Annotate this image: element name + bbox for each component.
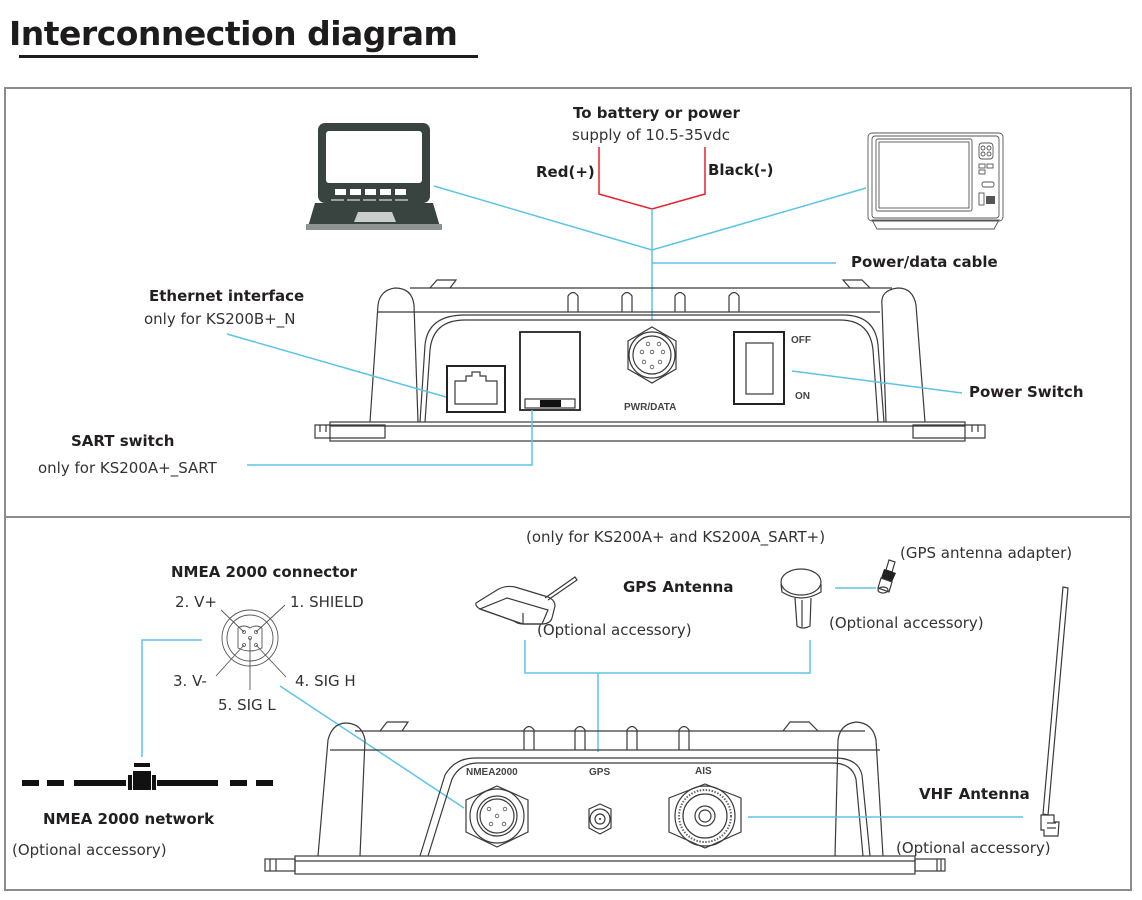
laptop-cable-line xyxy=(433,185,653,251)
display-cable-line xyxy=(651,187,867,251)
sart-leader xyxy=(247,410,533,466)
pin-2-label: 2. V+ xyxy=(175,593,217,611)
ais-port-label: AIS xyxy=(695,766,712,777)
sart-subtext: only for KS200A+_SART xyxy=(38,459,217,477)
nmea-network-optional-label: (Optional accessory) xyxy=(12,841,167,859)
nmea-pinout-diagram xyxy=(215,604,287,690)
gps-antenna-label: GPS Antenna xyxy=(623,578,734,596)
nmea-network-leader xyxy=(141,639,202,757)
gps-adapter-icon xyxy=(877,559,896,594)
power-supply-heading: To battery or power xyxy=(573,104,740,122)
top-unit-housing xyxy=(314,279,986,442)
power-switch-label: Power Switch xyxy=(969,383,1084,401)
title-underline xyxy=(19,55,478,58)
chartplotter-icon xyxy=(867,132,1004,230)
pin-3-label: 3. V- xyxy=(173,672,207,690)
power-supply-subtext: supply of 10.5-35vdc xyxy=(572,126,730,144)
red-wire-label: Red(+) xyxy=(536,163,595,181)
gps-puck-antenna-icon xyxy=(475,576,578,625)
ais-port-icon xyxy=(668,783,742,849)
gps-mushroom-antenna-icon xyxy=(780,568,822,629)
vhf-antenna-label: VHF Antenna xyxy=(919,785,1030,803)
pwr-data-port-label: PWR/DATA xyxy=(624,402,677,413)
sart-switch-icon xyxy=(519,331,581,411)
ethernet-leader xyxy=(226,333,447,398)
gps-left-optional-label: (Optional accessory) xyxy=(537,621,692,639)
nmea2000-port-label: NMEA2000 xyxy=(466,767,518,778)
gps-port-label: GPS xyxy=(589,767,611,778)
pin-4-label: 4. SIG H xyxy=(295,672,356,690)
red-wire xyxy=(598,147,706,210)
bottom-unit-housing xyxy=(264,721,946,875)
nmea-port-leader xyxy=(279,685,465,809)
laptop-icon xyxy=(306,123,442,230)
page-title: Interconnection diagram xyxy=(9,14,458,53)
nmea2000-port-icon xyxy=(465,785,529,848)
gps-right-optional-label: (Optional accessory) xyxy=(829,614,984,632)
gps-right-leader xyxy=(598,640,811,674)
power-switch-icon xyxy=(733,331,785,405)
frame xyxy=(4,87,1132,891)
sart-heading: SART switch xyxy=(71,432,175,450)
gps-port-icon xyxy=(588,803,612,835)
vhf-antenna-icon xyxy=(1040,586,1069,837)
ethernet-port-icon xyxy=(446,365,506,413)
ethernet-subtext: only for KS200B+_N xyxy=(144,310,296,328)
switch-on-label: ON xyxy=(795,391,810,402)
power-switch-leader xyxy=(791,370,963,394)
pin-5-label: 5. SIG L xyxy=(218,696,276,714)
gps-adapter-label: (GPS antenna adapter) xyxy=(900,544,1073,562)
power-data-cable-label: Power/data cable xyxy=(851,253,998,271)
switch-off-label: OFF xyxy=(791,335,811,346)
nmea-network-label: NMEA 2000 network xyxy=(43,810,215,828)
black-wire-label: Black(-) xyxy=(708,161,774,179)
pin-1-label: 1. SHIELD xyxy=(290,593,364,611)
gps-models-note: (only for KS200A+ and KS200A_SART+) xyxy=(526,528,826,546)
gps-left-leader xyxy=(524,640,598,674)
vhf-optional-label: (Optional accessory) xyxy=(896,839,1051,857)
nmea-connector-heading: NMEA 2000 connector xyxy=(171,563,358,581)
pwr-data-connector-icon xyxy=(627,326,677,384)
nmea-network-backbone-icon xyxy=(22,763,273,790)
ethernet-heading: Ethernet interface xyxy=(149,287,305,305)
